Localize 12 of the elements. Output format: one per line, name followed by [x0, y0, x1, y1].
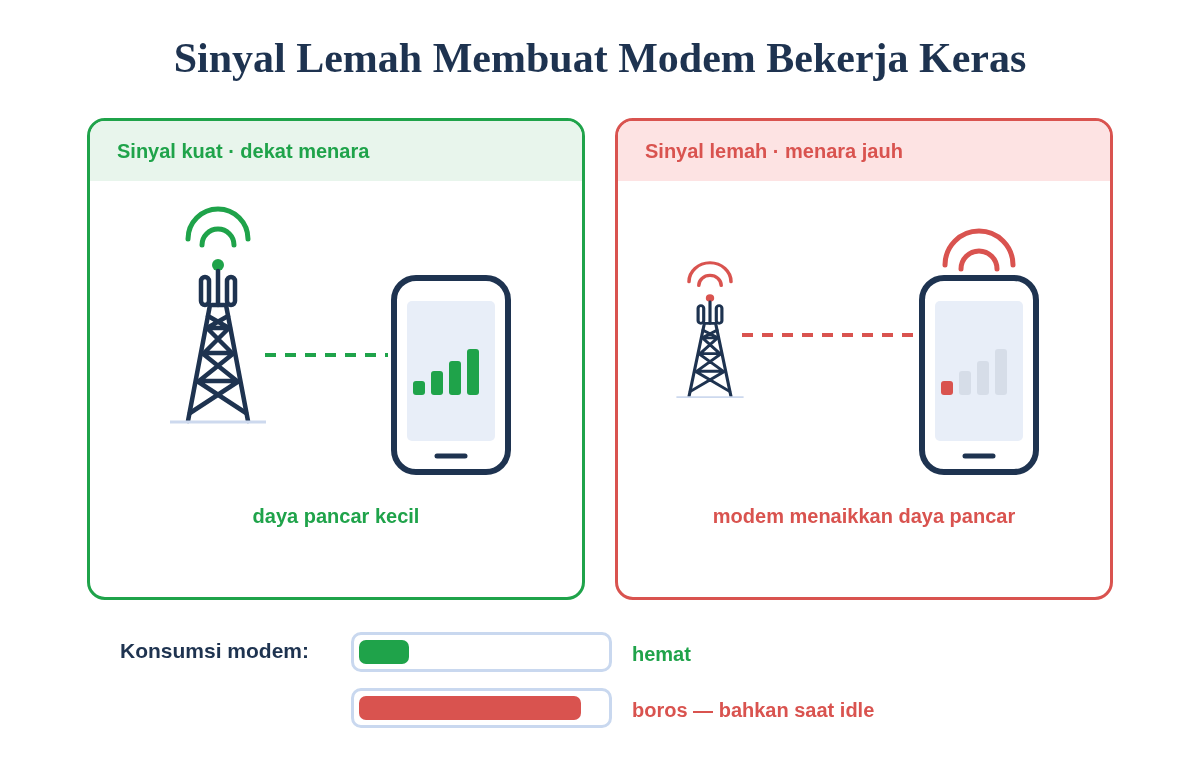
caption-text: daya pancar kecil	[251, 505, 421, 528]
dashed-link-line	[265, 353, 388, 357]
legend-text: boros — bahkan saat idle	[632, 699, 875, 722]
panel-card	[87, 118, 585, 600]
meter-label: Konsumsi modem:	[120, 639, 310, 663]
legend-text: hemat	[632, 643, 691, 666]
title: Sinyal Lemah Membuat Modem Bekerja Keras	[172, 34, 1028, 82]
dashed-link-line	[742, 333, 916, 337]
caption-text: modem menaikkan daya pancar	[711, 505, 1017, 528]
panel-card	[615, 118, 1113, 600]
panel-header: Sinyal kuat · dekat menara	[90, 121, 582, 181]
panel-header: Sinyal lemah · menara jauh	[618, 121, 1110, 181]
